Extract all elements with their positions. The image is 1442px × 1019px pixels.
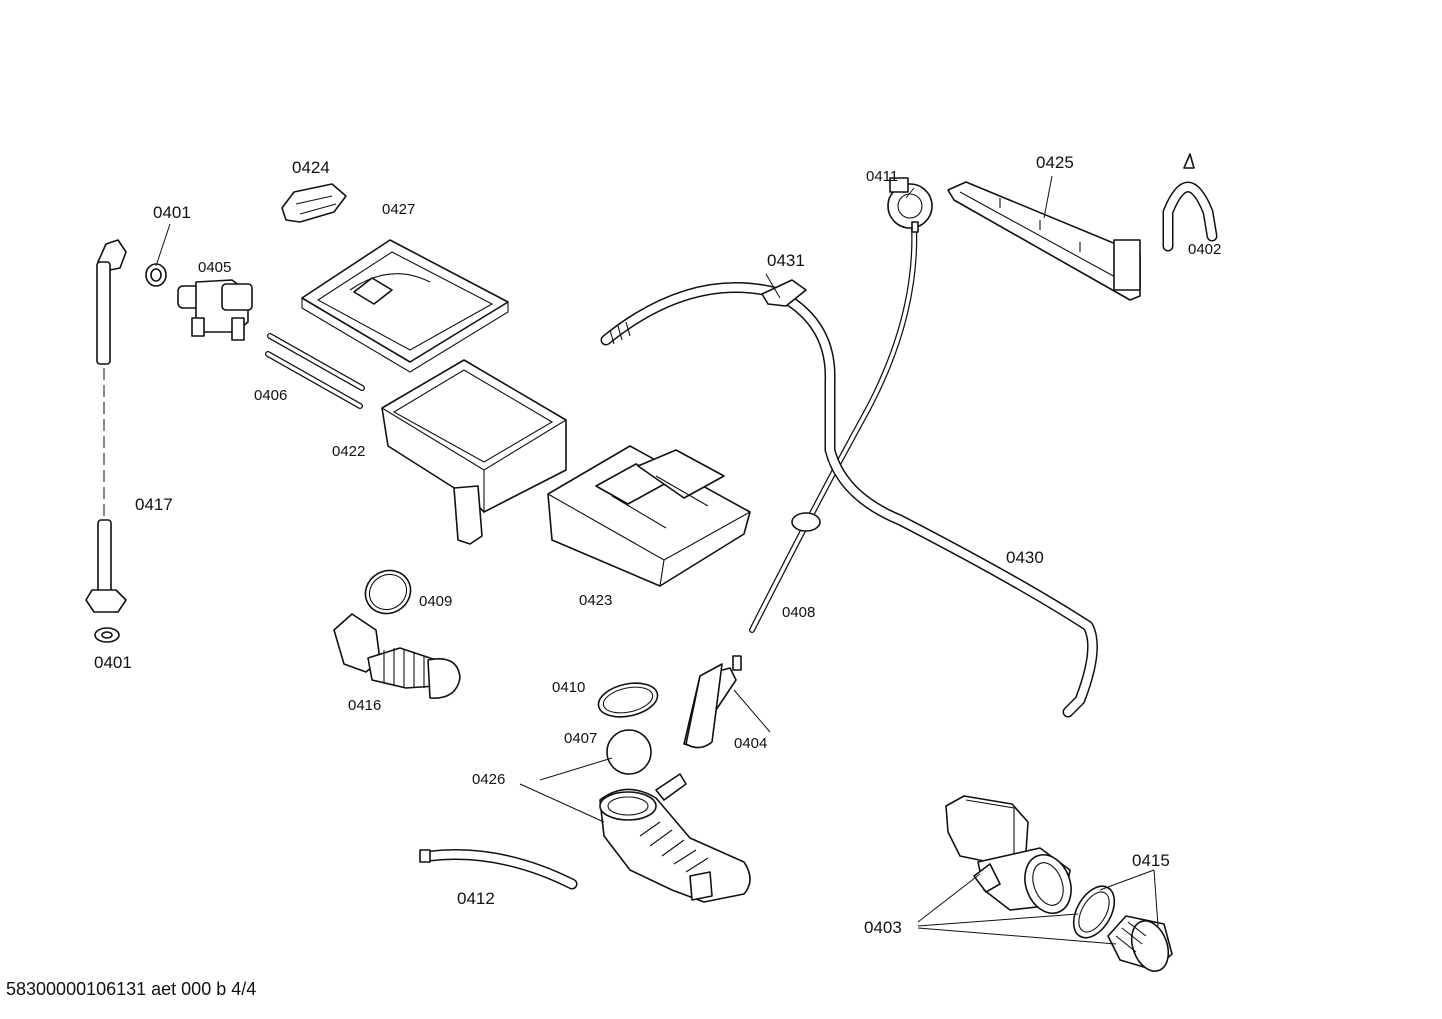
label-0431: 0431 [767, 251, 805, 270]
label-0410: 0410 [552, 679, 585, 696]
part-0412-drain-hose[interactable] [419, 849, 578, 890]
part-0430-vent-hose[interactable] [600, 281, 1098, 718]
part-0407-ball[interactable] [606, 729, 652, 775]
document-footer-code: 58300000106131 aet 000 b 4/4 [6, 979, 257, 999]
part-0425-rail[interactable] [947, 181, 1141, 301]
label-0411: 0411 [866, 168, 898, 185]
part-0431-hose-holder[interactable] [761, 279, 807, 307]
label-0401-top: 0401 [153, 203, 191, 222]
label-0405: 0405 [198, 259, 231, 276]
label-0406: 0406 [254, 387, 287, 404]
part-0427-dispenser-cover[interactable] [301, 239, 509, 373]
label-0407: 0407 [564, 730, 597, 747]
part-0411-pressure-switch[interactable] [887, 177, 933, 233]
part-0422-dispenser-housing[interactable] [381, 359, 567, 545]
label-0401-bottom: 0401 [94, 653, 132, 672]
part-0402-hose-bend[interactable] [1162, 153, 1218, 252]
label-0416: 0416 [348, 697, 381, 714]
part-0417-inlet-tube[interactable] [85, 239, 127, 613]
label-0422: 0422 [332, 443, 365, 460]
part-0409-seal-ring[interactable] [358, 562, 419, 621]
label-0415: 0415 [1132, 851, 1170, 870]
part-0426-sump-hose[interactable] [599, 773, 751, 903]
label-0425: 0425 [1036, 153, 1074, 172]
part-0401-washer-bottom[interactable] [94, 627, 120, 643]
label-0427: 0427 [382, 201, 415, 218]
part-0406-rods[interactable] [265, 333, 365, 409]
label-0430: 0430 [1006, 548, 1044, 567]
label-0409: 0409 [419, 593, 452, 610]
leader-lines [155, 175, 1159, 945]
part-0405-inlet-valve[interactable] [177, 279, 253, 341]
label-0403: 0403 [864, 918, 902, 937]
part-0404-pressure-chamber[interactable] [683, 655, 742, 749]
part-labels: 0424 0427 0401 0405 0406 0422 0417 0401 … [94, 153, 1221, 937]
part-0401-washer-top[interactable] [145, 263, 167, 287]
label-0423: 0423 [579, 592, 612, 609]
part-0415-filter-ring[interactable] [1065, 879, 1122, 944]
part-0403-drain-pump[interactable] [945, 795, 1079, 920]
label-0404: 0404 [734, 735, 767, 752]
part-0423-detergent-drawer[interactable] [547, 445, 751, 587]
label-0402: 0402 [1188, 241, 1221, 258]
label-0426: 0426 [472, 771, 505, 788]
label-0408: 0408 [782, 604, 815, 621]
part-0408-pressure-tube[interactable] [749, 223, 918, 633]
label-0412: 0412 [457, 889, 495, 908]
part-0415-filter[interactable] [1107, 915, 1175, 976]
label-0424: 0424 [292, 158, 330, 177]
part-0410-seal-ring[interactable] [595, 678, 660, 722]
part-0416-bellows-hose[interactable] [333, 613, 461, 699]
label-0417: 0417 [135, 495, 173, 514]
part-0424-clip[interactable] [281, 183, 347, 223]
